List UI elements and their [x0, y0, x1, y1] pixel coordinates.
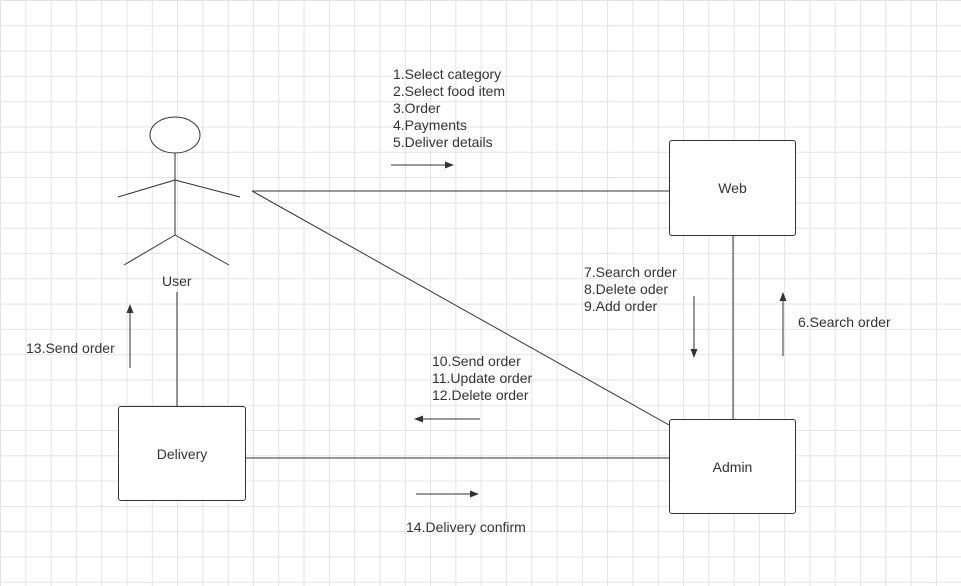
arrow-delivery-to-user: [126, 304, 134, 368]
message-label: 1.Select category: [393, 66, 502, 82]
delivery-node-label: Delivery: [156, 445, 208, 462]
connector-user-admin: [251, 190, 670, 426]
message-label: 4.Payments: [393, 117, 467, 133]
message-label: 8.Delete oder: [584, 281, 669, 297]
message-label: 14.Delivery confirm: [406, 519, 526, 535]
user-actor-label: User: [162, 273, 192, 289]
arrow-web-to-admin: [690, 296, 698, 358]
messages-admin-to-web: 6.Search order: [798, 314, 891, 331]
web-node: Web: [669, 140, 796, 236]
admin-node: Admin: [669, 419, 796, 514]
message-label: 11.Update order: [432, 370, 533, 386]
message-label: 7.Search order: [584, 264, 677, 280]
message-label: 2.Select food item: [393, 83, 506, 99]
arrow-delivery-to-admin: [416, 490, 479, 498]
message-label: 10.Send order: [432, 353, 521, 369]
arrow-user-to-web: [391, 161, 454, 169]
message-label: 9.Add order: [584, 298, 658, 314]
message-label: 6.Search order: [798, 314, 891, 330]
messages-user-to-web: 1.Select category 2.Select food item 3.O…: [393, 66, 505, 151]
web-node-label: Web: [718, 180, 747, 196]
message-label: 12.Delete order: [432, 387, 529, 403]
user-actor-figure: [117, 116, 241, 266]
arrow-admin-to-web: [779, 292, 787, 356]
delivery-node: Delivery: [118, 406, 246, 501]
messages-web-to-admin: 7.Search order 8.Delete oder 9.Add order: [584, 264, 677, 315]
arrow-admin-to-delivery: [414, 415, 480, 423]
admin-node-label: Admin: [712, 458, 753, 475]
messages-delivery-to-admin: 14.Delivery confirm: [406, 519, 526, 536]
message-label: 13.Send order: [26, 340, 115, 356]
messages-delivery-to-user: 13.Send order: [26, 340, 115, 357]
messages-admin-to-delivery: 10.Send order 11.Update order 12.Delete …: [432, 353, 532, 404]
message-label: 5.Deliver details: [393, 134, 493, 150]
message-label: 3.Order: [393, 100, 441, 116]
